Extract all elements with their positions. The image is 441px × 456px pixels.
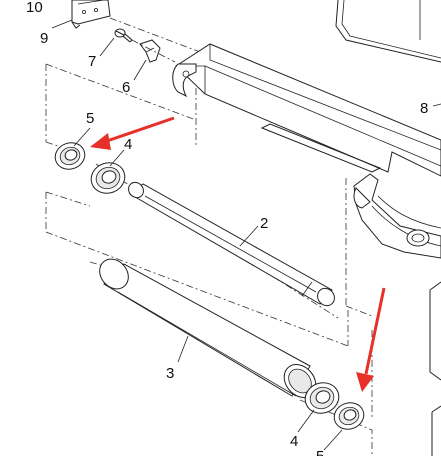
callout-2: 2 bbox=[260, 215, 268, 232]
housing-outline bbox=[335, 0, 441, 63]
leader-7 bbox=[99, 37, 115, 57]
callout-4-top: 4 bbox=[124, 136, 132, 153]
leader-5-top bbox=[73, 127, 91, 147]
leader-5-bottom bbox=[323, 429, 343, 451]
leader-4-top bbox=[109, 149, 125, 167]
leader-6 bbox=[133, 59, 147, 81]
shaft-part-2 bbox=[128, 181, 335, 307]
right-edge-part bbox=[429, 281, 441, 381]
bracket-part-10 bbox=[71, 0, 111, 29]
bushing-part-5-top bbox=[54, 142, 86, 170]
leader-4-bottom bbox=[297, 409, 315, 433]
bearing-part-4-top bbox=[90, 162, 126, 194]
callout-5-top: 5 bbox=[86, 110, 94, 127]
leader-3 bbox=[177, 335, 189, 363]
callout-10: 10 bbox=[26, 0, 43, 16]
red-arrow-lower bbox=[356, 287, 386, 392]
screw-part-7 bbox=[114, 28, 133, 43]
clip-part-6 bbox=[139, 39, 161, 63]
bushing-part-5-bottom bbox=[333, 402, 365, 430]
callout-8: 8 bbox=[420, 100, 428, 117]
leader-9 bbox=[51, 19, 73, 29]
frame-part-8 bbox=[172, 43, 441, 259]
leader-2 bbox=[239, 225, 259, 247]
callout-7: 7 bbox=[88, 53, 96, 70]
callout-3: 3 bbox=[166, 365, 174, 382]
callout-4-bottom: 4 bbox=[290, 433, 298, 450]
sleeve-part-3 bbox=[99, 258, 317, 398]
right-edge-part-lower bbox=[431, 405, 441, 456]
red-arrow-upper bbox=[90, 116, 175, 150]
callout-5-bottom: 5 bbox=[316, 448, 324, 456]
bearing-part-4-bottom bbox=[304, 382, 340, 414]
callout-6: 6 bbox=[122, 79, 130, 96]
callout-9: 9 bbox=[40, 30, 48, 47]
